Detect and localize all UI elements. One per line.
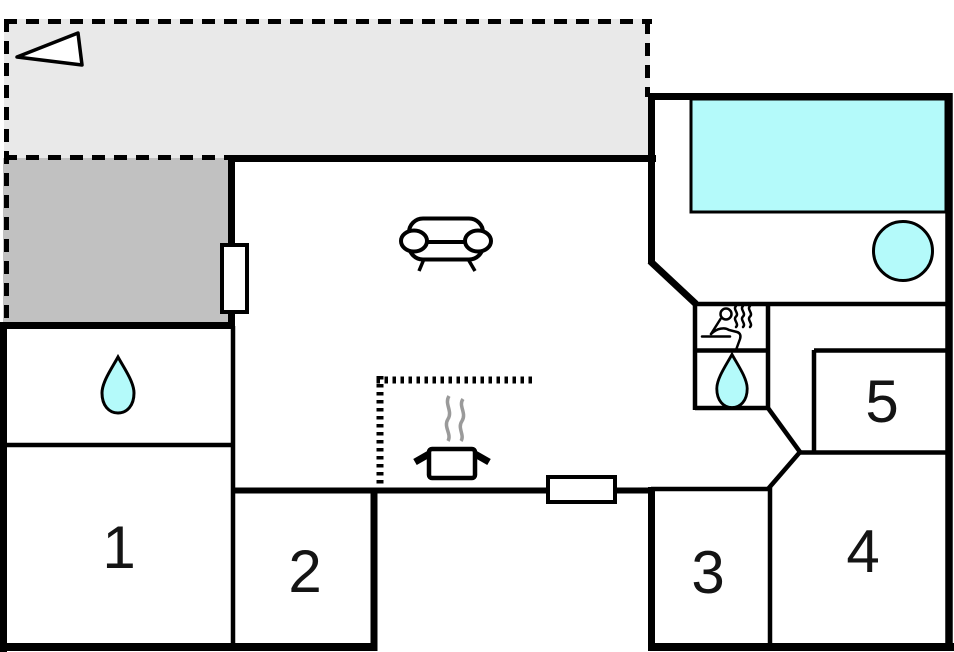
water-drop-icon — [715, 351, 749, 410]
stove-icon — [413, 395, 491, 481]
room-2-label: 2 — [288, 538, 321, 605]
sofa-icon — [399, 216, 493, 272]
sauna-icon — [700, 304, 753, 352]
terrace-area — [3, 158, 233, 326]
kitchen-counter-dotted-line — [376, 376, 533, 484]
interior-walls — [4, 301, 948, 648]
door — [220, 243, 249, 314]
north-arrow-icon — [15, 31, 84, 67]
steam-line — [444, 395, 452, 442]
room-3-label: 3 — [691, 539, 724, 606]
wall-pool-diagonal — [647, 258, 699, 307]
hot-tub — [872, 220, 934, 282]
steam-line — [458, 397, 466, 442]
wall-hall-diagonal-lower — [766, 450, 802, 491]
room-4-label: 4 — [846, 518, 879, 585]
site-boundary-area — [4, 19, 650, 158]
exterior-walls — [0, 93, 954, 652]
wall-hall-diagonal-upper — [766, 406, 802, 454]
water-drop-icon — [100, 353, 136, 415]
room-5-label: 5 — [865, 368, 898, 435]
site-boundary-dashed-border — [4, 19, 652, 324]
pool — [689, 97, 948, 214]
room-1-label: 1 — [102, 514, 135, 581]
window — [546, 475, 617, 504]
